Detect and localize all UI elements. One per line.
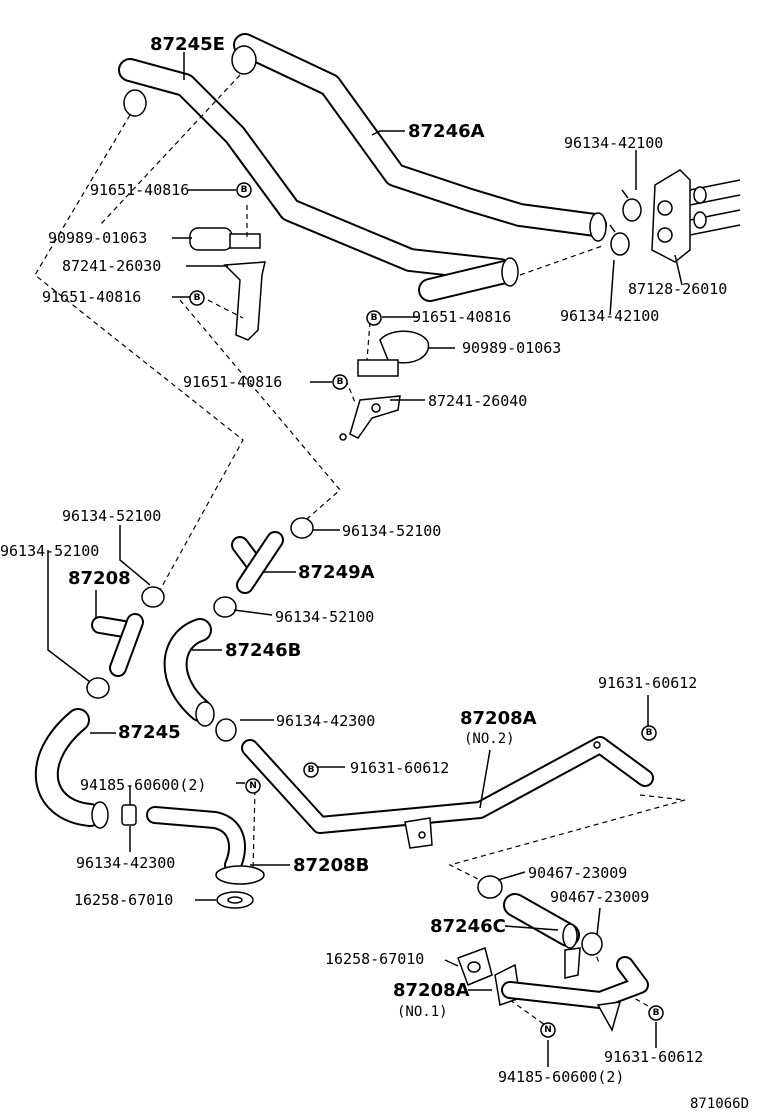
label-91631-60612-b: 91631-60612	[350, 759, 449, 777]
clamp-90467-23009-b[interactable]	[581, 932, 603, 956]
clamp-96134-42100-bottom[interactable]	[609, 224, 630, 256]
clamp-96134-52100-b[interactable]	[290, 517, 314, 539]
label-no2: (NO.2)	[464, 731, 515, 747]
label-91651-40816-a: 91651-40816	[90, 181, 189, 199]
svg-text:B: B	[194, 293, 201, 303]
label-87246B: 87246B	[225, 640, 301, 661]
label-91651-40816-c: 91651-40816	[412, 308, 511, 326]
hose-end-lower	[418, 257, 519, 302]
hose-87245E[interactable]	[118, 58, 512, 282]
label-87208B: 87208B	[293, 855, 369, 876]
badge-b-4: B	[332, 374, 348, 390]
label-90989-01063-a: 90989-01063	[48, 229, 147, 247]
badge-b-7: B	[648, 1005, 664, 1021]
label-87128-26010: 87128-26010	[628, 280, 727, 298]
clamp-96134-52100-d[interactable]	[213, 596, 237, 618]
label-96134-42300-a: 96134-42300	[276, 712, 375, 730]
badge-b-5: B	[641, 725, 657, 741]
label-91651-40816-d: 91651-40816	[183, 373, 282, 391]
svg-text:B: B	[337, 377, 344, 387]
svg-text:B: B	[371, 313, 378, 323]
label-87241-26030: 87241-26030	[62, 257, 161, 275]
heater-connector-87128[interactable]	[651, 169, 741, 263]
svg-text:B: B	[308, 765, 315, 775]
badge-b-3: B	[366, 310, 382, 326]
clamp-96134-52100-a[interactable]	[141, 586, 165, 608]
svg-text:B: B	[241, 185, 248, 195]
label-91651-40816-b: 91651-40816	[42, 288, 141, 306]
label-87249A: 87249A	[298, 562, 375, 583]
label-87245E: 87245E	[150, 34, 225, 55]
hose-87245[interactable]	[34, 708, 109, 829]
badge-n-1: N	[245, 778, 261, 794]
clamp-96134-52100-c[interactable]	[86, 677, 110, 699]
label-96134-52100-c: 96134-52100	[0, 542, 99, 560]
label-90467-23009-a: 90467-23009	[528, 864, 627, 882]
bracket-87241-26030[interactable]	[223, 261, 266, 341]
joint-87249A[interactable]	[231, 531, 284, 594]
label-96134-42300-b: 96134-42300	[76, 854, 175, 872]
label-90989-01063-b: 90989-01063	[462, 339, 561, 357]
hose-87246C[interactable]	[503, 893, 580, 949]
label-87208: 87208	[68, 568, 131, 589]
clamp-96134-42300-a[interactable]	[215, 718, 237, 742]
label-87208A-no2: 87208A	[460, 708, 537, 729]
label-96134-52100-a: 96134-52100	[62, 507, 161, 525]
label-94185-60600-a: 94185-60600(2)	[80, 776, 206, 794]
label-96134-52100-b: 96134-52100	[342, 522, 441, 540]
clamp-96134-42300-b[interactable]	[121, 804, 137, 826]
label-94185-60600-b: 94185-60600(2)	[498, 1068, 624, 1086]
pipe-87208A-no1[interactable]	[494, 947, 649, 1032]
label-96134-42100-a: 96134-42100	[564, 134, 663, 152]
dashed-guides	[34, 74, 686, 1026]
svg-text:N: N	[544, 1025, 552, 1035]
label-16258-67010-a: 16258-67010	[74, 891, 173, 909]
clip-90989-01063-a[interactable]	[189, 227, 261, 251]
label-91631-60612-c: 91631-60612	[604, 1048, 703, 1066]
clamp-96134-42100-top[interactable]	[621, 189, 642, 222]
label-87245: 87245	[118, 722, 181, 743]
hose-87246A[interactable]	[231, 33, 607, 242]
joint-87208[interactable]	[91, 613, 144, 677]
gasket-16258-67010-a[interactable]	[216, 891, 254, 909]
leader-lines	[47, 52, 683, 1067]
clamp-90467-23009-a[interactable]	[477, 875, 503, 899]
label-91631-60612-a: 91631-60612	[598, 674, 697, 692]
label-96134-52100-d: 96134-52100	[275, 608, 374, 626]
diagram-id: 871066D	[690, 1096, 749, 1112]
svg-text:N: N	[249, 781, 257, 791]
label-87246C: 87246C	[430, 916, 506, 937]
badge-n-2: N	[540, 1022, 556, 1038]
label-90467-23009-b: 90467-23009	[550, 888, 649, 906]
label-no1: (NO.1)	[397, 1004, 448, 1020]
label-16258-67010-b: 16258-67010	[325, 950, 424, 968]
gasket-16258-67010-b[interactable]	[457, 947, 493, 986]
label-87246A: 87246A	[408, 121, 485, 142]
label-87208A-no1: 87208A	[393, 980, 470, 1001]
hose-87246B[interactable]	[163, 618, 215, 727]
clip-90989-01063-b[interactable]	[357, 330, 430, 377]
pipe-87208B[interactable]	[146, 806, 265, 885]
badge-b-1: B	[236, 182, 252, 198]
label-96134-42100-b: 96134-42100	[560, 307, 659, 325]
badge-b-2: B	[189, 290, 205, 306]
bracket-87241-26040[interactable]	[339, 395, 401, 441]
svg-text:B: B	[646, 728, 653, 738]
badge-b-6: B	[303, 762, 319, 778]
pipe-87208A-no2[interactable]	[241, 736, 654, 849]
svg-text:B: B	[653, 1008, 660, 1018]
label-87241-26040: 87241-26040	[428, 392, 527, 410]
